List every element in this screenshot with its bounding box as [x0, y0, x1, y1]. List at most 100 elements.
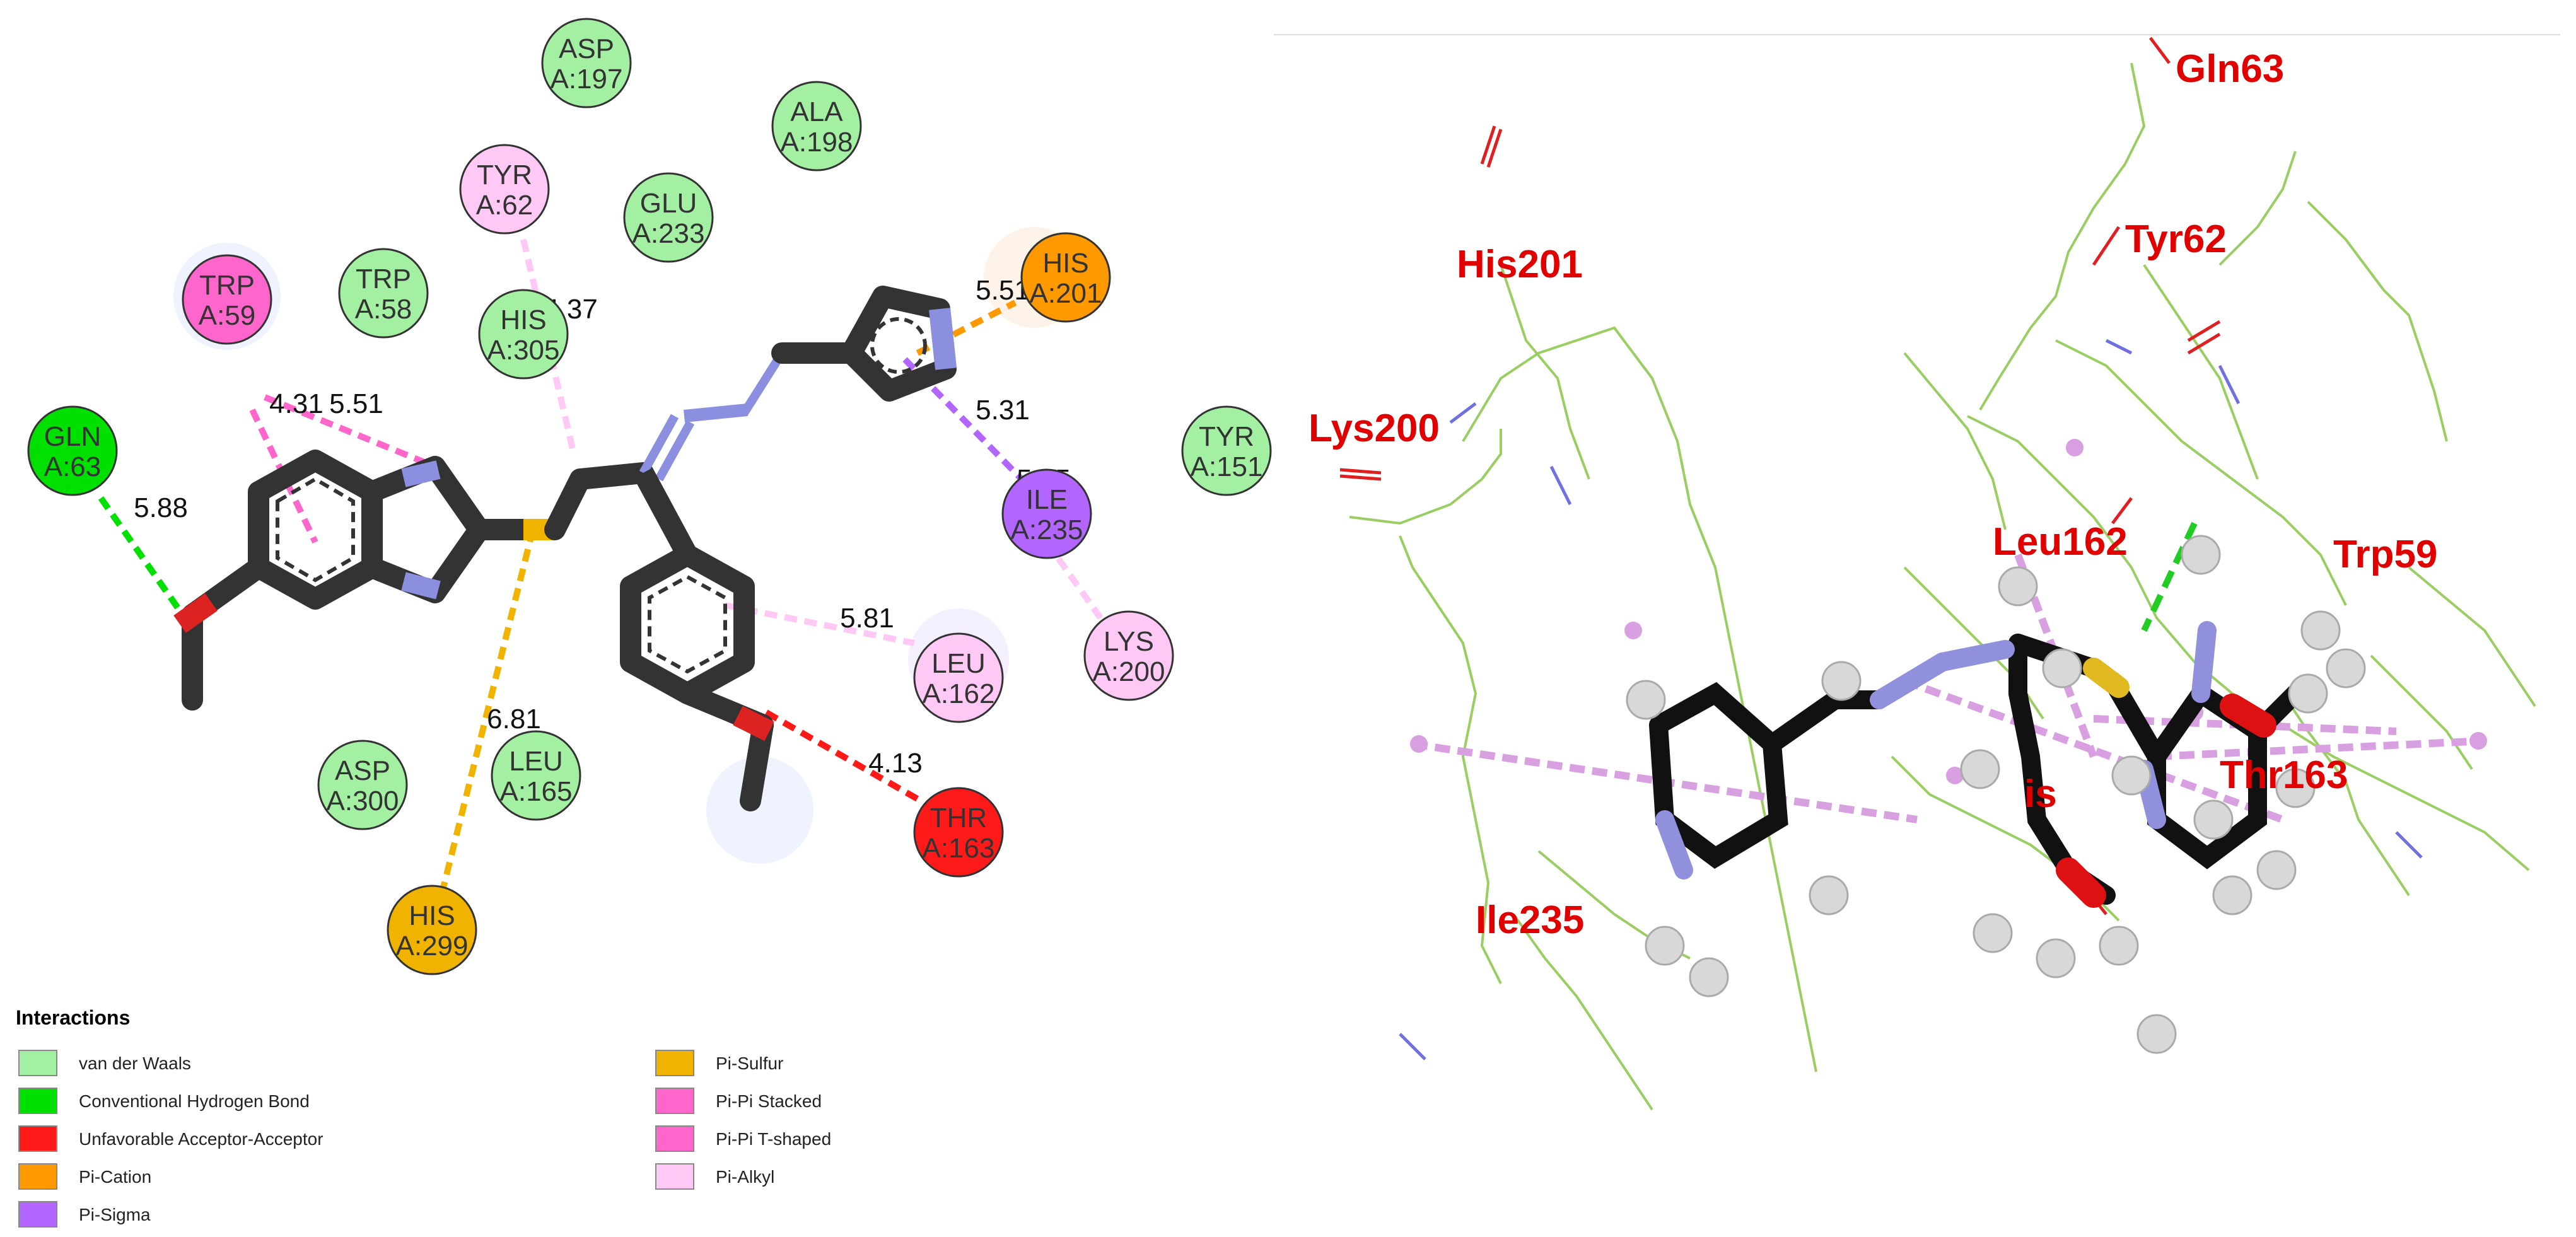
- residue-asp197: ASP A:197: [541, 18, 632, 108]
- binding-pose-3d: Gln63 His201 Tyr62 Lys200 Leu162 Trp59 T…: [1274, 0, 2576, 1234]
- legend-item-pi-cation: Pi-Cation: [18, 1163, 151, 1190]
- residue-gln63: GLN A:63: [27, 405, 118, 496]
- svg-text:Pi-Alkyl: Pi-Alkyl: [716, 1167, 774, 1187]
- dist-trp59-a: 4.31: [269, 388, 323, 419]
- svg-text:Unfavorable Acceptor-Acceptor: Unfavorable Acceptor-Acceptor: [79, 1129, 323, 1149]
- ligand-bond-cc: [569, 462, 654, 490]
- svg-text:TYR: TYR: [477, 160, 532, 190]
- ligand-3d-hydrogens: [1626, 535, 2366, 1054]
- svg-text:A:300: A:300: [327, 786, 399, 816]
- svg-text:A:197: A:197: [551, 64, 623, 95]
- svg-text:Pi-Sulfur: Pi-Sulfur: [716, 1054, 783, 1073]
- dist-leu162: 5.81: [840, 603, 894, 634]
- sulfur-line-his299: [438, 528, 536, 897]
- ligand-pyrazole-nitrogen: [929, 308, 957, 370]
- cation-line-his201: [916, 299, 1017, 356]
- legend-item-hbond: Conventional Hydrogen Bond: [18, 1088, 310, 1114]
- svg-text:HIS: HIS: [500, 305, 546, 335]
- residue-trp58: TRP A:58: [338, 248, 429, 339]
- legend-item-unfavorable: Unfavorable Acceptor-Acceptor: [18, 1125, 323, 1152]
- pose-hbond-line: [2141, 521, 2198, 632]
- ligand-3d-oxygen-1: [2056, 857, 2106, 908]
- residue-lys200: LYS A:200: [1083, 610, 1174, 701]
- label-partial-his: is: [2024, 772, 2057, 816]
- svg-text:GLN: GLN: [44, 421, 101, 452]
- label-lys200: Lys200: [1308, 407, 1440, 450]
- residue-tyr151: TYR A:151: [1181, 405, 1272, 496]
- ligand-3d-oxygen-2: [2220, 694, 2276, 738]
- svg-text:Pi-Cation: Pi-Cation: [79, 1167, 151, 1187]
- residue-ile235: ILE A:235: [1001, 468, 1092, 559]
- residue-leu162: LEU A:162: [913, 632, 1004, 723]
- label-gln63: Gln63: [2176, 47, 2284, 91]
- pipi-line-trp59-a: [264, 394, 436, 470]
- svg-text:A:165: A:165: [500, 776, 573, 807]
- svg-text:A:62: A:62: [476, 190, 533, 221]
- legend-title: Interactions: [16, 1006, 130, 1029]
- svg-text:A:198: A:198: [781, 127, 853, 158]
- ligand-imidazole-ring: [368, 456, 490, 603]
- svg-text:Pi-Pi T-shaped: Pi-Pi T-shaped: [716, 1129, 831, 1149]
- svg-text:GLU: GLU: [640, 188, 697, 219]
- legend-item-pi-sigma: Pi-Sigma: [18, 1201, 151, 1228]
- svg-text:A:200: A:200: [1093, 656, 1165, 687]
- residue-labels-3d: Gln63 His201 Tyr62 Lys200 Leu162 Trp59 T…: [1308, 47, 2437, 942]
- svg-text:A:63: A:63: [44, 451, 102, 482]
- protein-wireframe: [1349, 62, 2536, 1111]
- svg-text:TYR: TYR: [1199, 421, 1254, 452]
- svg-text:Pi-Sigma: Pi-Sigma: [79, 1205, 151, 1224]
- svg-text:ASP: ASP: [559, 33, 614, 64]
- ligand-n-double-3: [740, 351, 786, 415]
- svg-text:LEU: LEU: [931, 648, 986, 679]
- svg-text:A:163: A:163: [923, 833, 995, 864]
- alkyl-line-lys200: [1044, 540, 1104, 620]
- dist-thr163: 4.13: [868, 748, 923, 779]
- label-leu162: Leu162: [1993, 520, 2128, 564]
- pipi-line-trp59-b: [249, 408, 318, 544]
- svg-text:LEU: LEU: [509, 746, 563, 777]
- ligand-3d: [1626, 535, 2366, 1054]
- residue-glu233: GLU A:233: [623, 172, 714, 263]
- residue-trp59: TRP A:59: [182, 254, 272, 345]
- svg-text:ASP: ASP: [335, 755, 390, 786]
- label-his201: His201: [1457, 243, 1583, 286]
- ligand-3d-sulfur: [2083, 658, 2130, 698]
- interaction-diagram-2d: 5.88 4.31 5.51 4.37 5.51 5.31 5.65 5.81 …: [0, 0, 1286, 1234]
- svg-text:A:58: A:58: [355, 294, 412, 325]
- svg-text:ILE: ILE: [1026, 484, 1068, 515]
- svg-text:Pi-Pi Stacked: Pi-Pi Stacked: [716, 1091, 822, 1111]
- halo-thr163: [706, 757, 813, 864]
- ligand-aromatic-dash-2: [870, 317, 927, 374]
- ligand-oxygen-1: [173, 593, 218, 633]
- label-thr163: Thr163: [2220, 753, 2348, 797]
- ligand-n-double-2: [655, 420, 695, 482]
- residue-ala198: ALA A:198: [771, 81, 862, 171]
- svg-text:ALA: ALA: [790, 96, 843, 127]
- dist-his299: 6.81: [487, 704, 541, 735]
- alkyl-line-leu162: [725, 602, 915, 646]
- svg-text:TRP: TRP: [199, 270, 255, 301]
- svg-text:LYS: LYS: [1104, 626, 1154, 657]
- svg-text:A:235: A:235: [1011, 514, 1083, 545]
- svg-text:A:162: A:162: [923, 678, 995, 709]
- dist-his201: 5.51: [976, 275, 1030, 306]
- residue-his305: HIS A:305: [478, 289, 569, 380]
- ligand-n-double-1: [639, 414, 679, 475]
- svg-text:A:233: A:233: [632, 218, 705, 249]
- legend-item-pi-sulfur: Pi-Sulfur: [655, 1050, 783, 1076]
- svg-text:Conventional Hydrogen Bond: Conventional Hydrogen Bond: [79, 1091, 310, 1111]
- ligand-nitrogen-1: [401, 460, 441, 487]
- dist-trp59-b: 5.51: [329, 388, 383, 419]
- ligand-structure: [173, 286, 957, 811]
- label-tyr62: Tyr62: [2125, 218, 2227, 261]
- svg-text:A:59: A:59: [199, 300, 256, 331]
- svg-text:THR: THR: [930, 803, 987, 833]
- residue-asp300: ASP A:300: [317, 740, 408, 830]
- label-trp59: Trp59: [2333, 533, 2437, 576]
- ligand-oxygen-2: [733, 706, 774, 741]
- legend-item-pi-pi-t-shaped: Pi-Pi T-shaped: [655, 1125, 831, 1152]
- residue-tyr62: TYR A:62: [459, 144, 550, 235]
- residue-his201: HIS A:201: [1020, 232, 1111, 323]
- svg-text:HIS: HIS: [409, 900, 455, 931]
- interactions-legend: Interactions van der Waals Conventional …: [16, 1006, 831, 1228]
